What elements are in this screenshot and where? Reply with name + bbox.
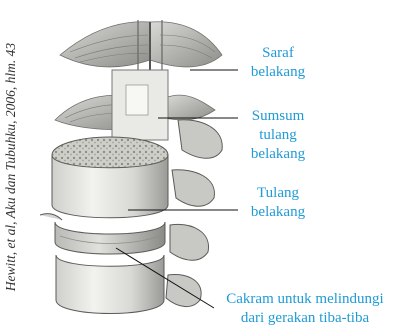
spinal-cord <box>112 70 168 140</box>
vertebra-lower <box>56 255 164 314</box>
label-saraf-belakang: Saraf belakang <box>236 44 320 82</box>
label-cakram: Cakram untuk melindungi dari gerakan tib… <box>212 290 395 328</box>
label-sumsum-tulang-belakang: Sumsum tulang belakang <box>236 107 320 164</box>
vertebra-upper <box>40 137 168 220</box>
label-tulang-belakang: Tulang belakang <box>236 184 320 222</box>
intervertebral-disc <box>55 222 165 254</box>
spinous-processes <box>166 120 222 307</box>
